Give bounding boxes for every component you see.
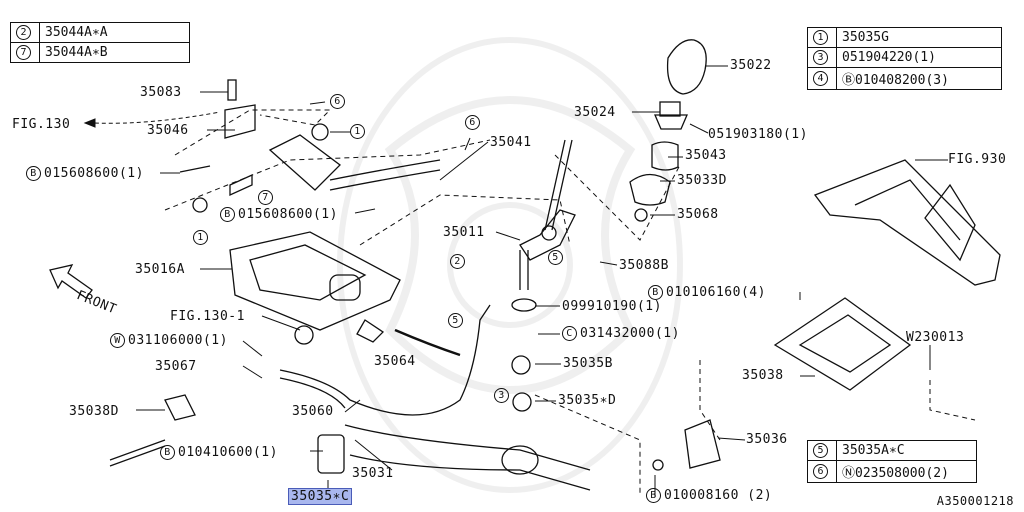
callout-7: 7 bbox=[258, 190, 276, 205]
part-label-35031: 35031 bbox=[352, 466, 394, 481]
callout-6-a: 6 bbox=[330, 94, 348, 109]
callout-1-a: 1 bbox=[350, 124, 368, 139]
part-label-35035d: 35035∗D bbox=[558, 393, 617, 408]
part-label-099910190: 099910190(1) bbox=[562, 299, 662, 314]
part-label-35088b: 35088B bbox=[619, 258, 669, 273]
console-tray bbox=[773, 297, 912, 391]
part-label-35036: 35036 bbox=[746, 432, 788, 447]
shift-rod bbox=[179, 79, 441, 213]
diagram-code: A350001218 bbox=[936, 494, 1014, 508]
lower-shift-rod bbox=[317, 298, 591, 491]
bracket-35038d bbox=[109, 394, 196, 467]
fig-ref-130: FIG.130 bbox=[12, 117, 71, 132]
part-label-35024: 35024 bbox=[574, 105, 616, 120]
center-console bbox=[813, 159, 1001, 286]
shift-housing-plate bbox=[229, 231, 401, 331]
part-label-35022: 35022 bbox=[730, 58, 772, 73]
callout-5-a: 5 bbox=[548, 250, 566, 265]
front-arrow bbox=[49, 264, 93, 299]
fig-ref-130-1: FIG.130-1 bbox=[170, 309, 245, 324]
callout-6-b: 6 bbox=[465, 115, 483, 130]
callout-3: 3 bbox=[494, 388, 512, 403]
shift-cable bbox=[279, 304, 491, 416]
part-label-35046: 35046 bbox=[147, 123, 189, 138]
part-label-35016a: 35016A bbox=[135, 262, 185, 277]
part-label-35011: 35011 bbox=[443, 225, 485, 240]
part-label-35033d: 35033D bbox=[677, 173, 727, 188]
part-label-35067: 35067 bbox=[155, 359, 197, 374]
part-label-w230013: W230013 bbox=[906, 330, 965, 345]
part-label-35043: 35043 bbox=[685, 148, 727, 163]
callout-1-b: 1 bbox=[193, 230, 211, 245]
callout-2: 2 bbox=[450, 254, 468, 269]
part-label-35038d: 35038D bbox=[69, 404, 119, 419]
fig-ref-930: FIG.930 bbox=[948, 152, 1007, 167]
front-label: FRONT bbox=[74, 288, 119, 318]
bracket-35036 bbox=[652, 419, 721, 471]
part-label-35083: 35083 bbox=[140, 85, 182, 100]
part-label-051903180: 051903180(1) bbox=[708, 127, 808, 142]
part-label-35068: 35068 bbox=[677, 207, 719, 222]
part-label-35038: 35038 bbox=[742, 368, 784, 383]
part-label-35064: 35064 bbox=[374, 354, 416, 369]
leader-lines bbox=[83, 65, 948, 497]
callout-5-b: 5 bbox=[448, 313, 466, 328]
part-label-35035b: 35035B bbox=[563, 356, 613, 371]
part-label-35060: 35060 bbox=[292, 404, 334, 419]
part-label-35035c-highlighted[interactable]: 35035∗C bbox=[288, 488, 353, 505]
shift-lever bbox=[519, 139, 576, 290]
part-label-35041: 35041 bbox=[490, 135, 532, 150]
shift-knob bbox=[629, 39, 707, 222]
